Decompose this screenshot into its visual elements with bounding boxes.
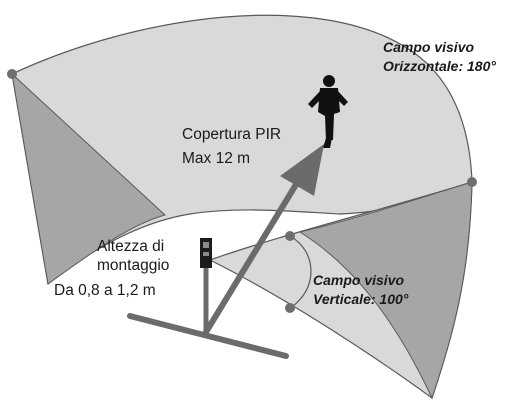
vertical-angle-arc: [289, 235, 312, 309]
left-field-wedge: [11, 72, 166, 285]
vertical-field-value: Verticale: 100°: [313, 291, 409, 307]
mounting-height-range: Da 0,8 a 1,2 m: [54, 282, 156, 299]
floor-line: [127, 313, 289, 359]
running-person-icon: [308, 75, 348, 148]
coverage-arrow-shaft: [203, 175, 303, 335]
vertical-top-dot: [285, 231, 295, 241]
coverage-arrow-head: [280, 144, 324, 196]
mounting-height-line2: montaggio: [97, 257, 169, 274]
right-field-wedge: [298, 181, 473, 400]
coverage-value: Max 12 m: [182, 150, 250, 167]
vertical-bottom-dot: [285, 303, 295, 313]
coverage-title: Copertura PIR: [182, 126, 281, 143]
right-corner-dot: [467, 177, 477, 187]
mounting-height-line1: Altezza di: [97, 238, 164, 255]
pir-sensor-icon: [200, 238, 212, 268]
horizontal-field-value: Orizzontale: 180°: [383, 58, 496, 74]
vertical-field-title: Campo visivo: [313, 272, 404, 288]
horizontal-field-title: Campo visivo: [383, 39, 474, 55]
left-corner-dot: [7, 69, 17, 79]
